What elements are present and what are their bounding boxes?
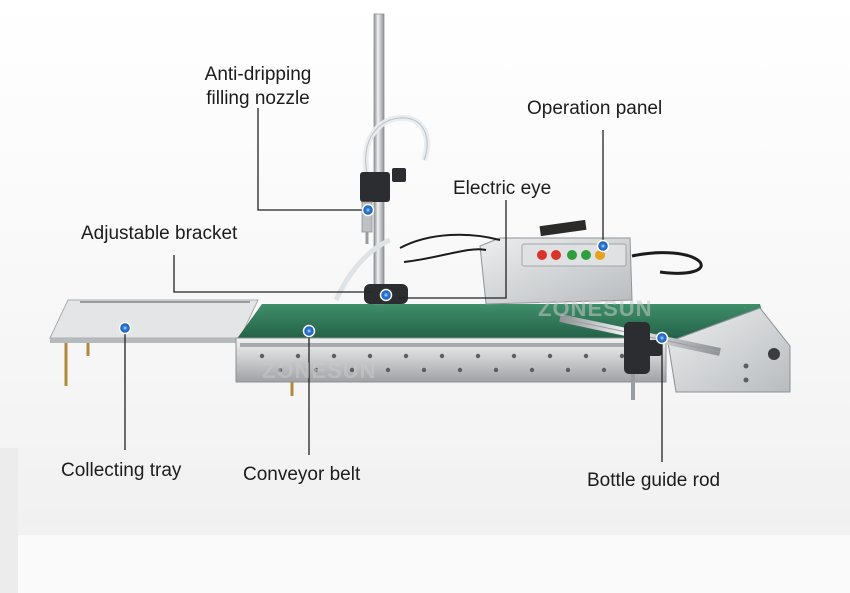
label-conveyor-belt: Conveyor belt: [243, 464, 361, 485]
nozzle-marker: [361, 203, 375, 217]
watermark-right: ZONESUN: [538, 296, 653, 321]
left-edge-strip: [0, 448, 18, 593]
label-adjustable-bracket: Adjustable bracket: [81, 223, 238, 244]
filling-column: [333, 13, 431, 305]
belt-marker: [302, 324, 316, 338]
control-box: [399, 219, 703, 305]
label-operation-panel: Operation panel: [527, 98, 663, 119]
tray-marker: [118, 321, 132, 335]
guide-rod-marker: [655, 331, 669, 345]
bracket-marker: [379, 288, 393, 302]
watermark-left: ZONESUN: [262, 358, 377, 383]
panel-marker: [596, 239, 610, 253]
label-anti-dripping-nozzle: Anti-dripping filling nozzle: [178, 63, 338, 111]
label-collecting-tray: Collecting tray: [61, 460, 182, 481]
nozzle-clamp: [360, 172, 390, 202]
panel-buttons: [537, 250, 605, 260]
leader-lines: [124, 108, 663, 462]
collecting-tray: [49, 299, 259, 386]
bottom-band: [0, 535, 850, 593]
label-electric-eye: Electric eye: [453, 178, 552, 199]
label-bottle-guide-rod: Bottle guide rod: [587, 470, 721, 491]
bottle-guide-rod-assembly: [559, 314, 721, 400]
label-nozzle-line2: filling nozzle: [206, 88, 310, 109]
label-nozzle-line1: Anti-dripping: [204, 64, 312, 85]
callout-markers: [118, 203, 669, 345]
